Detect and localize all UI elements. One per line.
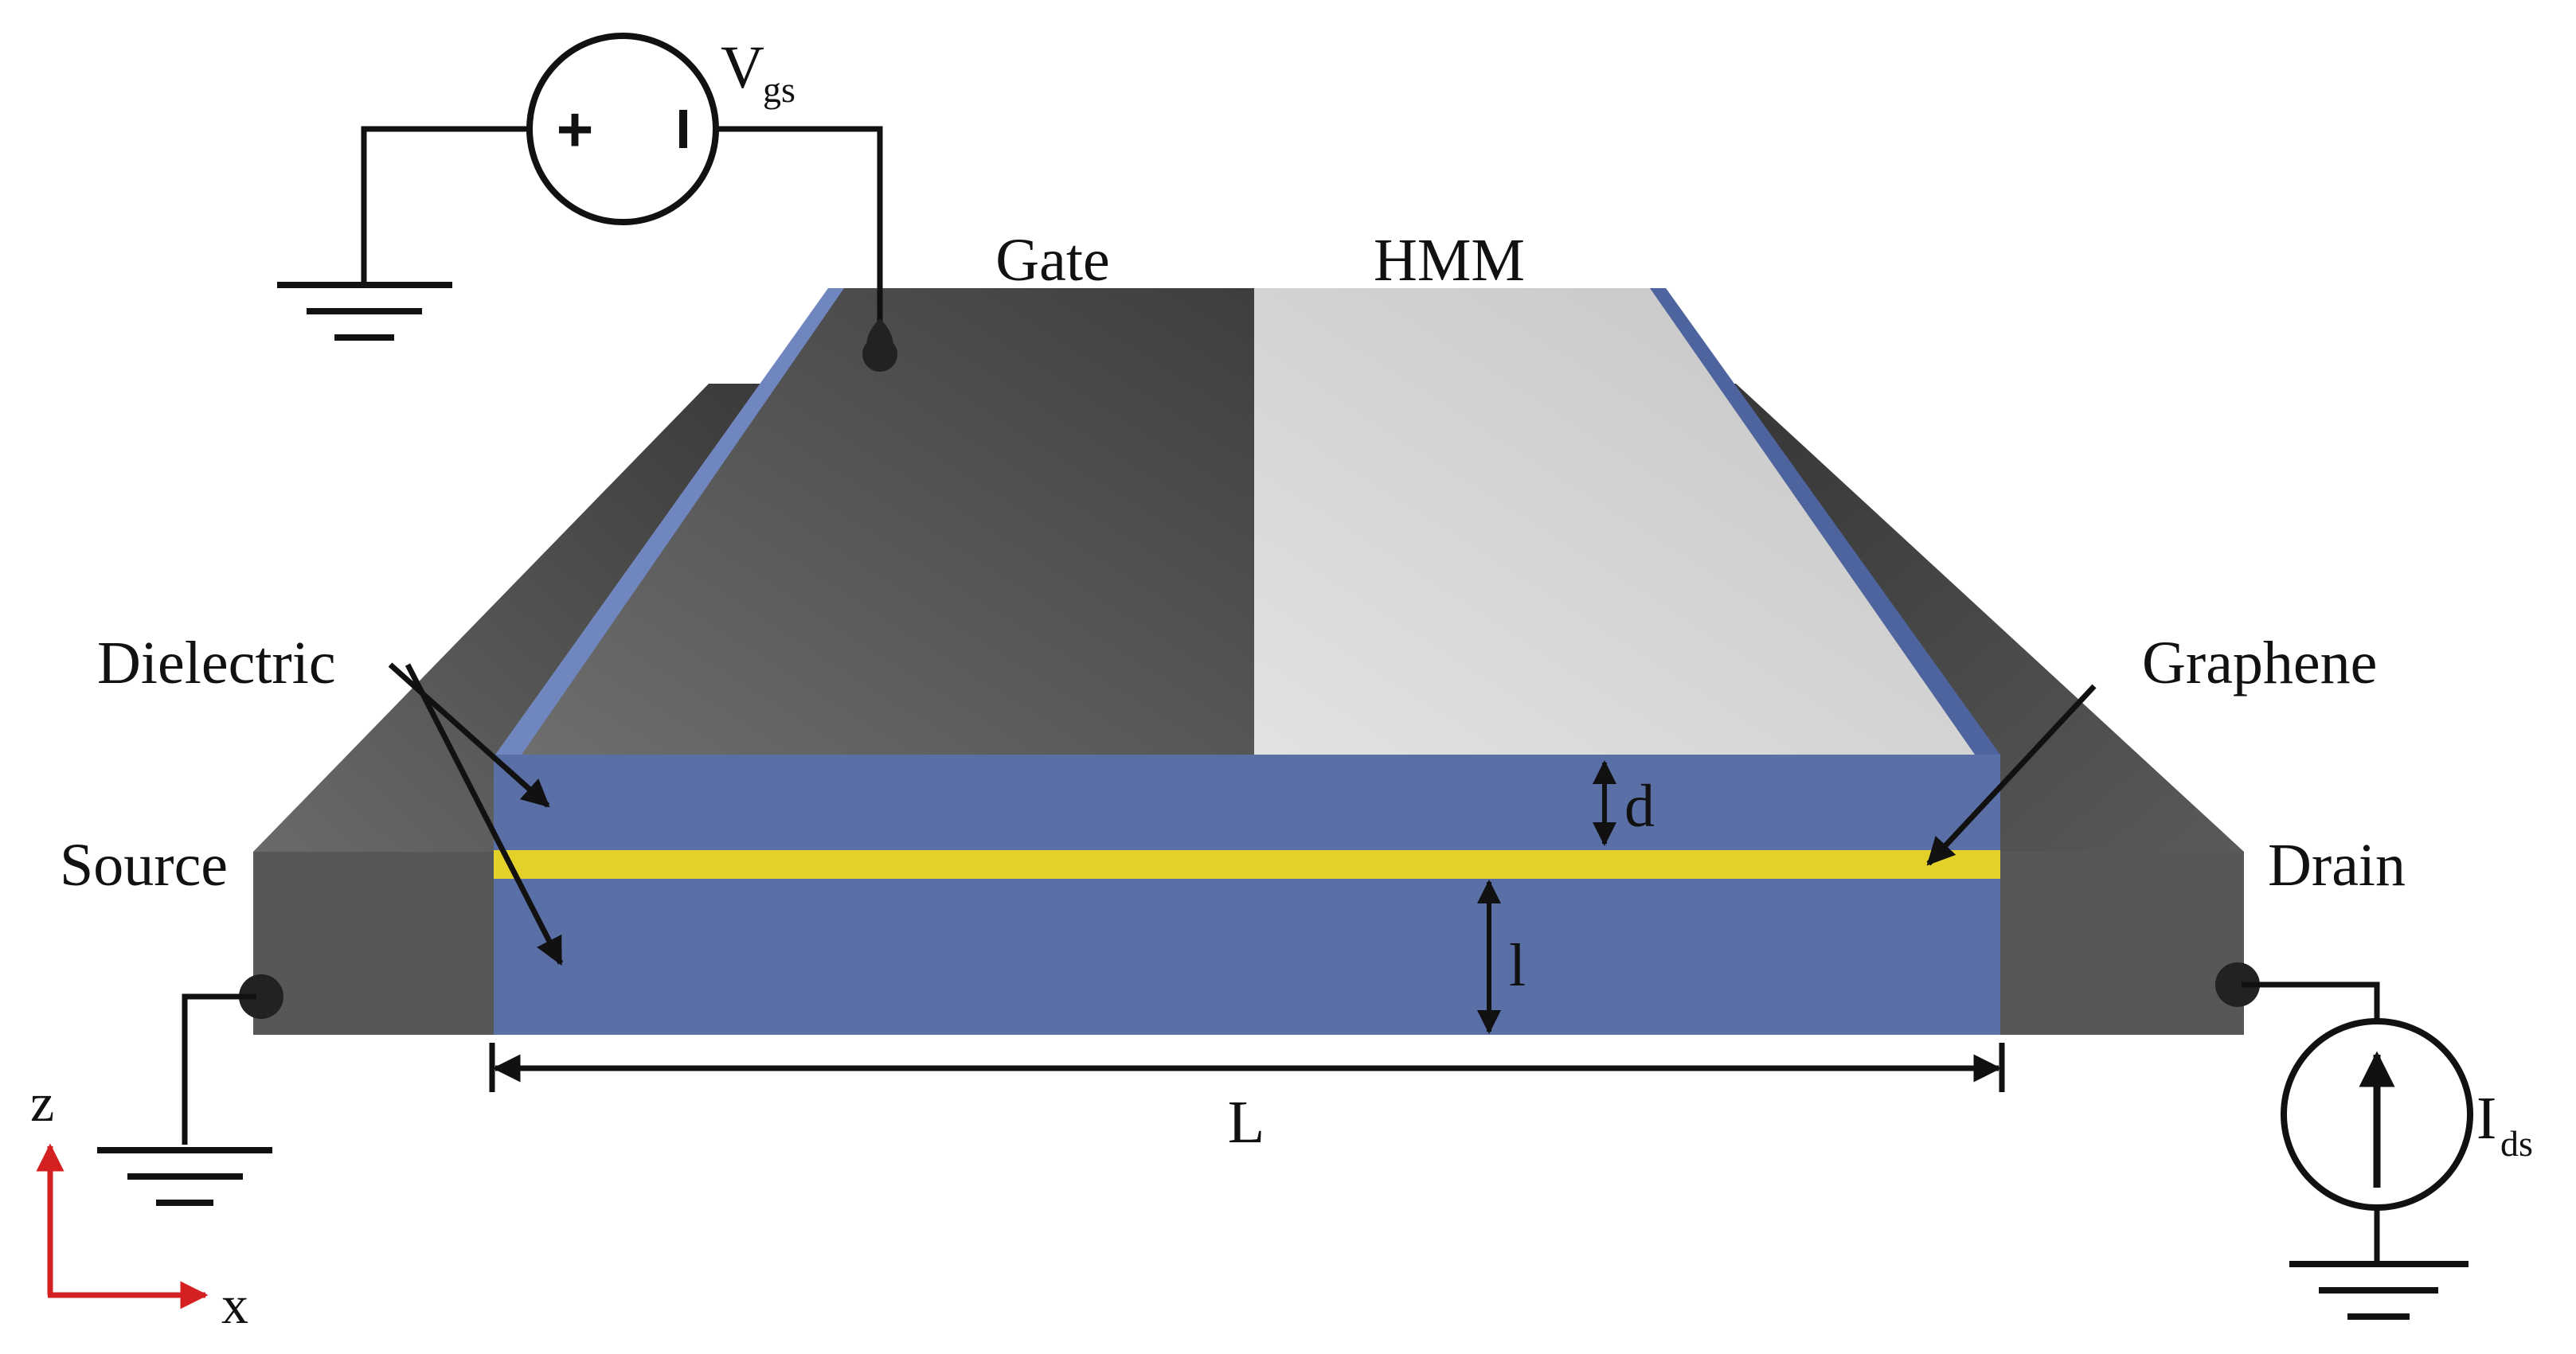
source-electrode — [253, 852, 500, 1035]
hmm-top-surface — [1254, 288, 1987, 755]
gate-top-surface — [519, 288, 1254, 755]
label-vgs: V — [721, 34, 764, 101]
dielectric-bottom-layer — [494, 879, 2000, 1035]
label-vgs-subscript: gs — [763, 69, 795, 110]
graphene-arrow — [1926, 684, 2097, 866]
dielectric-arrow-bottom — [405, 663, 564, 966]
drain-wire — [2242, 981, 2380, 1020]
ground-icon-source — [97, 1147, 272, 1206]
label-graphene: Graphene — [2142, 630, 2377, 697]
label-dielectric: Dielectric — [97, 630, 336, 697]
drain-electrode — [1991, 852, 2244, 1035]
drain-electrode-top — [1680, 384, 2244, 852]
dielectric-edge-right — [1650, 288, 2000, 755]
label-ids: I — [2476, 1085, 2496, 1152]
dielectric-edge-left — [495, 288, 844, 755]
source-contact-icon — [239, 974, 283, 1019]
vgs-plus-sign: + — [557, 94, 594, 165]
graphene-layer — [494, 850, 2000, 879]
label-d: d — [1624, 773, 1655, 840]
label-gate: Gate — [995, 227, 1109, 294]
label-L: L — [1228, 1089, 1265, 1156]
dielectric-arrow-top — [388, 662, 550, 808]
vgs-wire-left — [361, 126, 530, 283]
gate-contact-dot — [862, 337, 897, 372]
label-source: Source — [60, 832, 228, 899]
drain-contact-icon — [2215, 962, 2260, 1007]
label-drain: Drain — [2268, 832, 2406, 899]
label-axis-x: x — [221, 1274, 248, 1335]
ground-icon-vgs — [277, 282, 452, 341]
label-ids-subscript: ds — [2500, 1123, 2533, 1164]
source-electrode-top — [253, 384, 764, 852]
dielectric-top-layer — [494, 755, 2000, 850]
label-hmm: HMM — [1374, 227, 1525, 294]
label-l: l — [1509, 932, 1526, 999]
label-axis-z: z — [30, 1072, 54, 1133]
source-wire — [182, 993, 256, 1145]
ground-icon-drain — [2289, 1261, 2469, 1320]
vgs-wire-right — [716, 126, 883, 325]
